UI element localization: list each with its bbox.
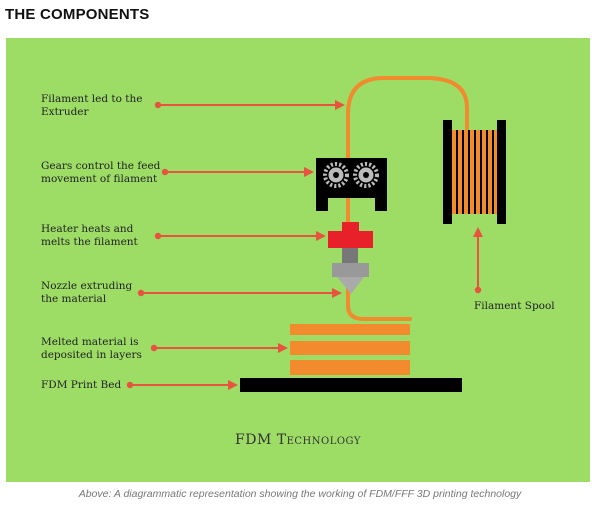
label-print-bed: FDM Print Bed	[41, 379, 122, 391]
label-filament-extruder-line1: Filament led to the	[41, 93, 143, 105]
figure-caption: Above: A diagrammatic representation sho…	[78, 488, 522, 500]
label-gears-line1: Gears control the feed	[41, 160, 161, 172]
heater-block	[328, 222, 373, 248]
arrow-filament-extruder	[154, 100, 345, 110]
gear-housing	[316, 158, 387, 211]
filament-spool	[443, 120, 506, 224]
arrow-heater	[154, 231, 326, 241]
label-heater-line1: Heater heats and	[41, 223, 134, 235]
label-nozzle: Nozzle extruding the material	[41, 280, 132, 306]
label-gears-line2: movement of filament	[41, 173, 158, 185]
label-nozzle-line1: Nozzle extruding	[41, 280, 133, 292]
diagram-panel: Filament led to the Extruder Gears contr…	[6, 38, 590, 482]
arrow-spool	[473, 227, 483, 294]
left-gear-icon	[323, 162, 349, 188]
section-heading: THE COMPONENTS	[5, 6, 150, 23]
fdm-diagram	[126, 76, 506, 392]
arrows	[126, 100, 483, 390]
label-gears: Gears control the feed movement of filam…	[41, 160, 160, 186]
filament-path	[346, 76, 469, 321]
label-heater: Heater heats and melts the filament	[41, 223, 138, 249]
label-filament-extruder-line2: Extruder	[41, 106, 89, 118]
diagram-title: FDM Technology	[235, 432, 361, 448]
arrow-melted	[150, 343, 288, 353]
arrow-nozzle	[137, 288, 342, 298]
label-nozzle-line2: the material	[41, 293, 107, 305]
label-melted-line1: Melted material is	[41, 336, 139, 348]
label-filament-extruder: Filament led to the Extruder	[41, 93, 142, 119]
label-spool: Filament Spool	[474, 300, 555, 312]
print-bed	[240, 378, 462, 392]
deposited-layers	[290, 324, 410, 375]
arrow-print-bed	[126, 380, 238, 390]
nozzle	[332, 248, 369, 294]
label-melted-line2: deposited in layers	[41, 349, 142, 361]
right-gear-icon	[353, 162, 379, 188]
arrow-gears	[161, 167, 314, 177]
label-melted: Melted material is deposited in layers	[41, 336, 142, 362]
label-heater-line2: melts the filament	[41, 236, 138, 248]
